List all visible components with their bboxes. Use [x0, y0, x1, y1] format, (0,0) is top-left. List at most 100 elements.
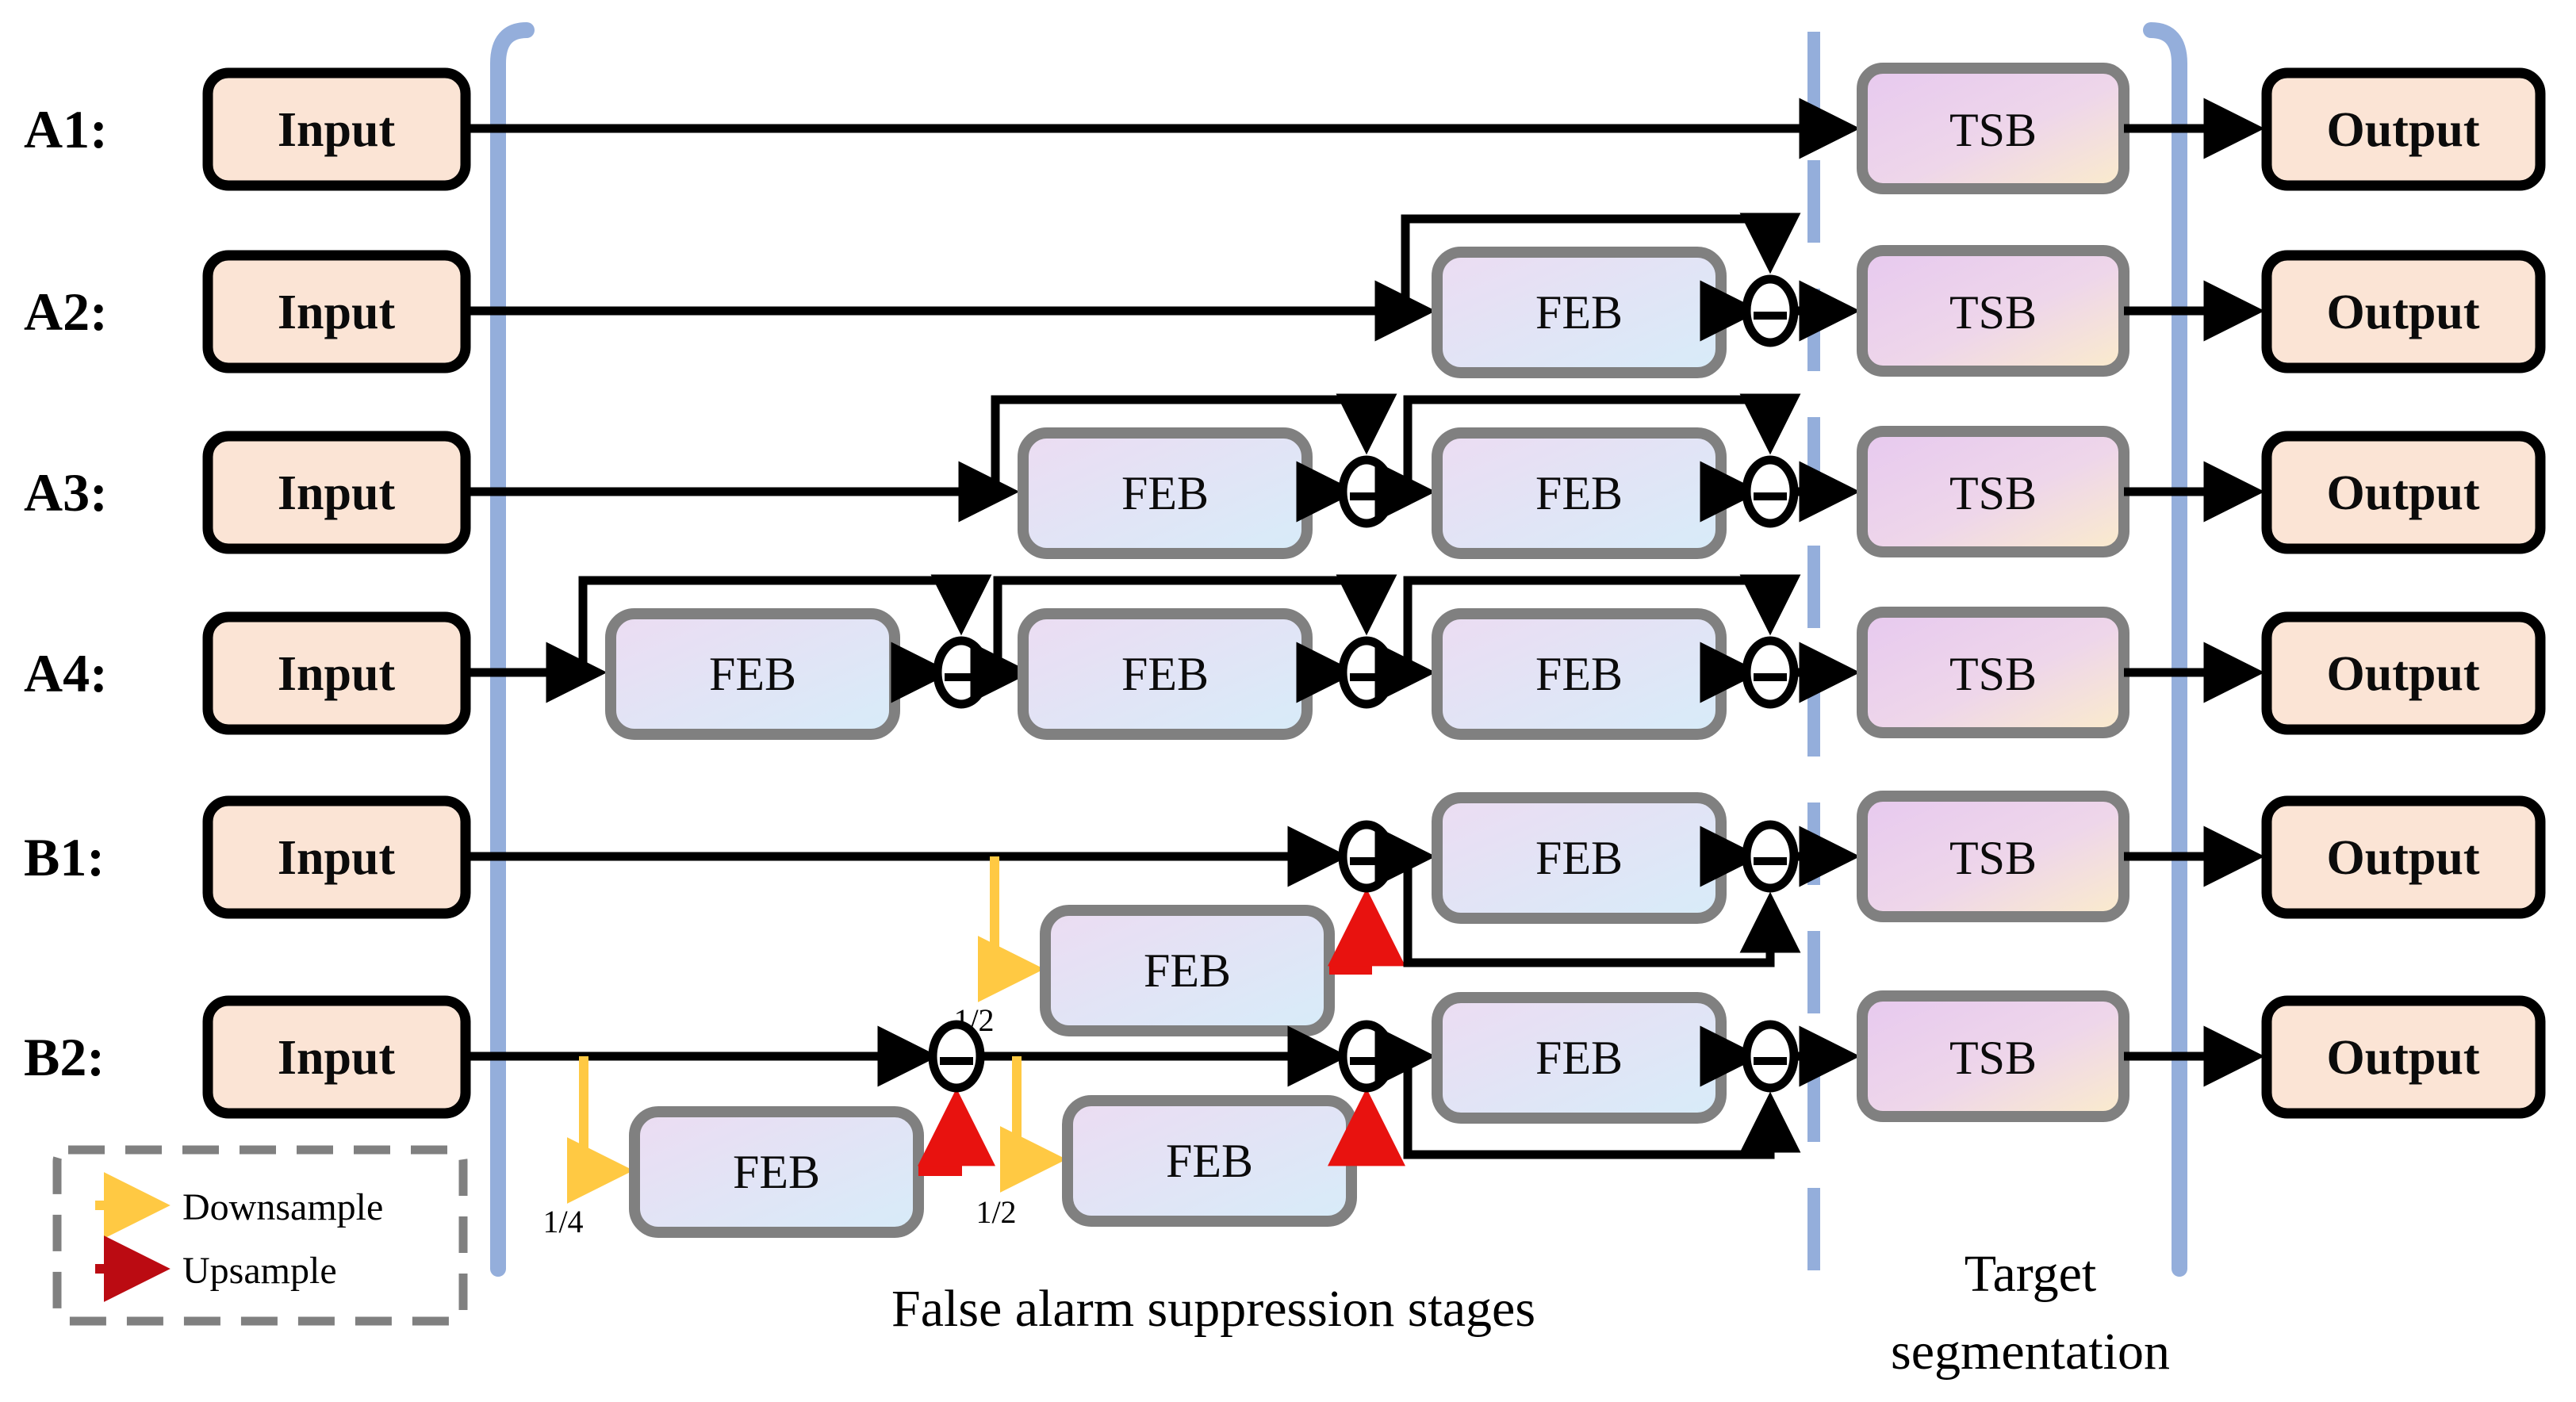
- row-label-a4: A4:: [24, 643, 108, 703]
- output-block-a4[interactable]: Output: [2261, 611, 2546, 735]
- feb-block-b2-quarter[interactable]: FEB: [629, 1106, 924, 1238]
- output-block-b1[interactable]: Output: [2261, 795, 2546, 919]
- feb-label: FEB: [1144, 944, 1231, 997]
- minus-node-a4-3: [1742, 636, 1799, 709]
- feb-block-b1-down[interactable]: FEB: [1040, 905, 1335, 1036]
- tsb-block-a3[interactable]: TSB: [1857, 426, 2129, 557]
- output-label: Output: [2327, 285, 2480, 339]
- feb-label: FEB: [733, 1146, 820, 1198]
- output-block-b2[interactable]: Output: [2261, 995, 2546, 1119]
- row-label-a1: A1:: [24, 99, 108, 159]
- feb-label: FEB: [1535, 1032, 1623, 1084]
- row-label-b1: B1:: [24, 827, 105, 887]
- tsb-label: TSB: [1949, 832, 2037, 884]
- caption-false-alarm-stages: False alarm suppression stages: [891, 1280, 1535, 1338]
- downsample-arrow-b2-quarter: 1/4: [542, 1056, 634, 1239]
- row-label-a2: A2:: [24, 282, 108, 342]
- tsb-block-a2[interactable]: TSB: [1857, 245, 2129, 377]
- feb-label: FEB: [1121, 648, 1209, 700]
- minus-node-b2-1: [928, 1020, 985, 1093]
- legend: Downsample Upsample: [52, 1145, 468, 1326]
- output-block-a1[interactable]: Output: [2261, 67, 2546, 191]
- feb-label: FEB: [1535, 286, 1623, 339]
- input-label: Input: [278, 1031, 396, 1085]
- tsb-block-b2[interactable]: TSB: [1857, 990, 2129, 1122]
- tsb-label: TSB: [1949, 286, 2037, 339]
- downsample-arrow-b2-half: 1/2: [976, 1056, 1067, 1230]
- feb-block-b1-full[interactable]: FEB: [1432, 792, 1727, 924]
- minus-node-b1-2: [1742, 820, 1799, 893]
- output-label: Output: [2327, 831, 2480, 885]
- feb-label: FEB: [709, 648, 796, 700]
- feb-block-a3-2[interactable]: FEB: [1432, 427, 1727, 559]
- feb-block-a3-1[interactable]: FEB: [1018, 427, 1313, 559]
- caption-target-segmentation: Target segmentation: [1891, 1245, 2170, 1381]
- input-label: Input: [278, 466, 396, 520]
- tsb-label: TSB: [1949, 648, 2037, 700]
- bracket-left: [490, 22, 535, 1277]
- feb-label: FEB: [1535, 467, 1623, 519]
- legend-downsample-row: Downsample: [95, 1172, 383, 1239]
- row-a4: A4: Input FEB FEB: [24, 574, 2546, 740]
- scale-label-half-b2: 1/2: [976, 1194, 1016, 1230]
- legend-upsample-row: Upsample: [95, 1235, 337, 1302]
- upsample-arrow-b1: [1328, 888, 1405, 975]
- tsb-label: TSB: [1949, 104, 2037, 156]
- input-block-a3[interactable]: Input: [202, 431, 471, 554]
- row-a2: A2: Input FEB TSB Output: [24, 213, 2546, 378]
- downsample-arrow-b1: 1/2: [953, 856, 1045, 1038]
- tsb-block-a4[interactable]: TSB: [1857, 607, 2129, 738]
- feb-label: FEB: [1166, 1135, 1253, 1187]
- input-block-b1[interactable]: Input: [202, 795, 471, 919]
- output-label: Output: [2327, 103, 2480, 157]
- minus-node-a3-2: [1742, 455, 1799, 528]
- input-label: Input: [278, 647, 396, 701]
- output-block-a2[interactable]: Output: [2261, 250, 2546, 373]
- output-block-a3[interactable]: Output: [2261, 431, 2546, 554]
- bracket-right: [2143, 22, 2187, 1277]
- feb-block-b2-half[interactable]: FEB: [1062, 1095, 1357, 1227]
- input-label: Input: [278, 831, 396, 885]
- feb-block-b2-full[interactable]: FEB: [1432, 992, 1727, 1124]
- legend-downsample-label: Downsample: [182, 1186, 383, 1228]
- minus-node-a4-1: [933, 636, 990, 709]
- legend-upsample-label: Upsample: [182, 1250, 337, 1292]
- caption-target-line2: segmentation: [1891, 1323, 2170, 1381]
- tsb-label: TSB: [1949, 1032, 2037, 1084]
- row-label-b2: B2:: [24, 1027, 105, 1087]
- row-label-a3: A3:: [24, 462, 108, 523]
- output-label: Output: [2327, 466, 2480, 520]
- tsb-block-a1[interactable]: TSB: [1857, 63, 2129, 194]
- tsb-label: TSB: [1949, 467, 2037, 519]
- caption-target-line1: Target: [1965, 1245, 2096, 1303]
- feb-block-a4-2[interactable]: FEB: [1018, 608, 1313, 740]
- feb-label: FEB: [1121, 467, 1209, 519]
- minus-node-b2-3: [1742, 1020, 1799, 1093]
- row-a3: A3: Input FEB FEB TS: [24, 393, 2546, 559]
- input-block-a1[interactable]: Input: [202, 67, 471, 191]
- input-label: Input: [278, 285, 396, 339]
- feb-label: FEB: [1535, 832, 1623, 884]
- minus-node-a2-1: [1742, 274, 1799, 347]
- upsample-arrow-b2-half: [1328, 1088, 1405, 1166]
- upsample-arrow-b2-quarter: [918, 1088, 995, 1176]
- tsb-block-b1[interactable]: TSB: [1857, 791, 2129, 922]
- minus-node-a4-2: [1338, 636, 1395, 709]
- input-block-a4[interactable]: Input: [202, 611, 471, 735]
- output-label: Output: [2327, 647, 2480, 701]
- input-block-a2[interactable]: Input: [202, 250, 471, 373]
- scale-label-quarter-b2: 1/4: [542, 1204, 583, 1239]
- row-b2: B2: Input 1/4 FEB 1/2: [24, 990, 2546, 1239]
- feb-block-a4-3[interactable]: FEB: [1432, 608, 1727, 740]
- caption-stages-text: False alarm suppression stages: [891, 1280, 1535, 1338]
- minus-node-b1-1: [1338, 820, 1395, 893]
- minus-node-a3-1: [1338, 455, 1395, 528]
- input-block-b2[interactable]: Input: [202, 995, 471, 1119]
- row-b1: B1: Input 1/2 FEB FEB: [24, 791, 2546, 1038]
- minus-node-b2-2: [1338, 1020, 1395, 1093]
- feb-label: FEB: [1535, 648, 1623, 700]
- input-label: Input: [278, 103, 396, 157]
- feb-block-a4-1[interactable]: FEB: [605, 608, 900, 740]
- feb-block-a2-1[interactable]: FEB: [1432, 247, 1727, 378]
- output-label: Output: [2327, 1031, 2480, 1085]
